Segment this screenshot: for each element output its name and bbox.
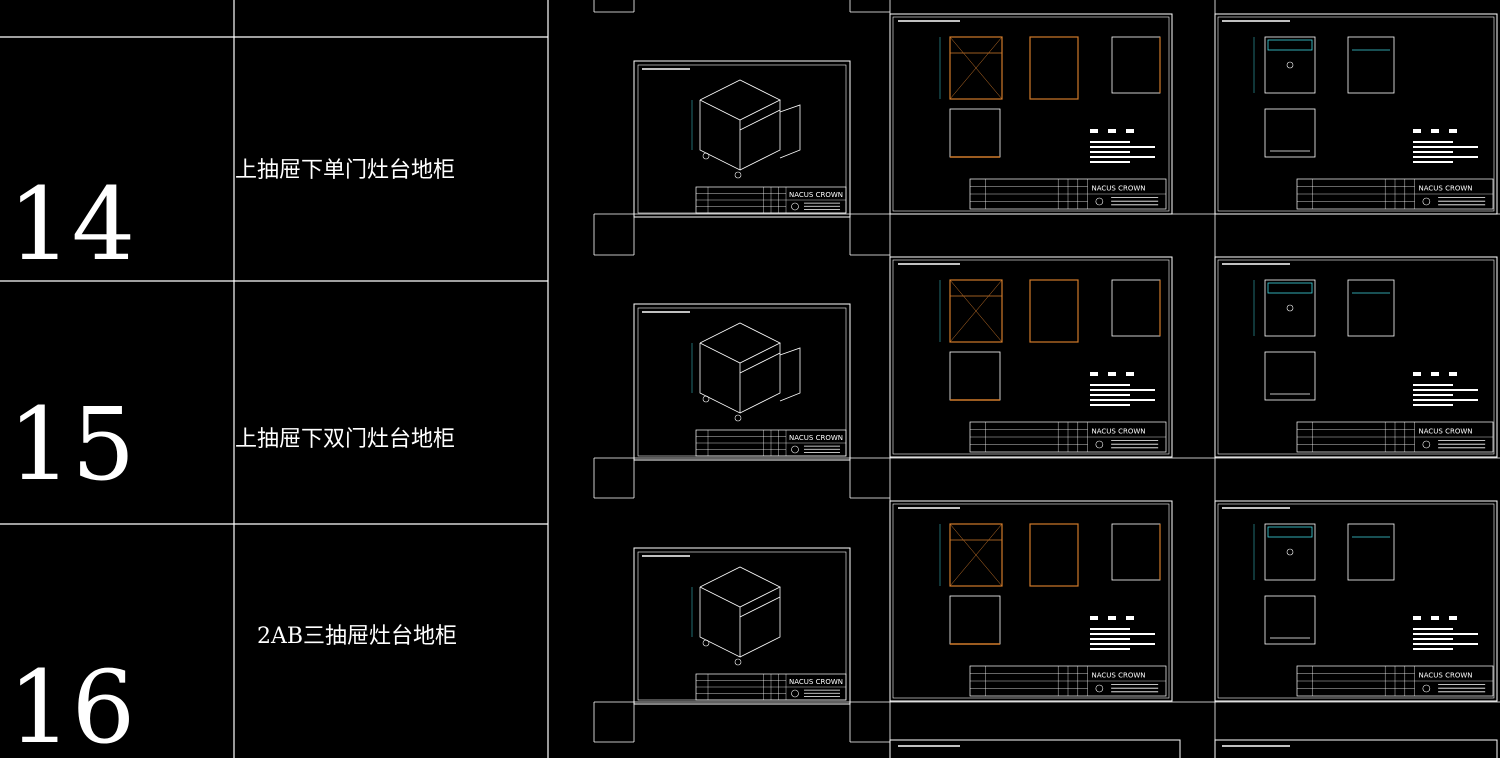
row-number: 15 — [8, 386, 135, 503]
layout-grid — [593, 0, 1500, 758]
brand-mark: NACUS CROWN — [1092, 671, 1146, 679]
row-number: 14 — [8, 166, 135, 283]
sheet-partial[interactable] — [1214, 739, 1498, 758]
sheet-orthographic-a[interactable]: NACUS CROWN — [889, 13, 1173, 215]
brand-mark: NACUS CROWN — [789, 678, 843, 686]
brand-mark: NACUS CROWN — [1419, 671, 1473, 679]
row-15[interactable]: 15 上抽屉下双门灶台地柜 — [8, 386, 455, 503]
brand-mark: NACUS CROWN — [1092, 427, 1146, 435]
brand-mark: NACUS CROWN — [1419, 427, 1473, 435]
row-description: 上抽屉下单门灶台地柜 — [235, 158, 455, 183]
brand-mark: NACUS CROWN — [789, 434, 843, 442]
brand-mark: NACUS CROWN — [789, 191, 843, 199]
brand-mark: NACUS CROWN — [1419, 184, 1473, 192]
sheet-orthographic-a[interactable]: NACUS CROWN — [889, 500, 1173, 702]
sheet-orthographic-b[interactable]: NACUS CROWN — [1214, 13, 1498, 215]
sheet-partial[interactable] — [889, 739, 1181, 758]
row-description: 上抽屉下双门灶台地柜 — [235, 427, 455, 452]
sheet-isometric[interactable]: NACUS CROWN — [633, 60, 851, 218]
brand-mark: NACUS CROWN — [1092, 184, 1146, 192]
sheet-orthographic-a[interactable]: NACUS CROWN — [889, 256, 1173, 458]
index-table — [0, 0, 549, 758]
row-14[interactable]: 14 上抽屉下单门灶台地柜 — [8, 158, 455, 283]
sheet-orthographic-b[interactable]: NACUS CROWN — [1214, 256, 1498, 458]
sheet-orthographic-b[interactable]: NACUS CROWN — [1214, 500, 1498, 702]
row-description: 2AB三抽屉灶台地柜 — [257, 624, 457, 649]
sheet-isometric[interactable]: NACUS CROWN — [633, 303, 851, 461]
row-number: 16 — [8, 649, 135, 758]
sheet-isometric[interactable]: NACUS CROWN — [633, 547, 851, 705]
row-16[interactable]: 16 2AB三抽屉灶台地柜 — [8, 624, 457, 758]
